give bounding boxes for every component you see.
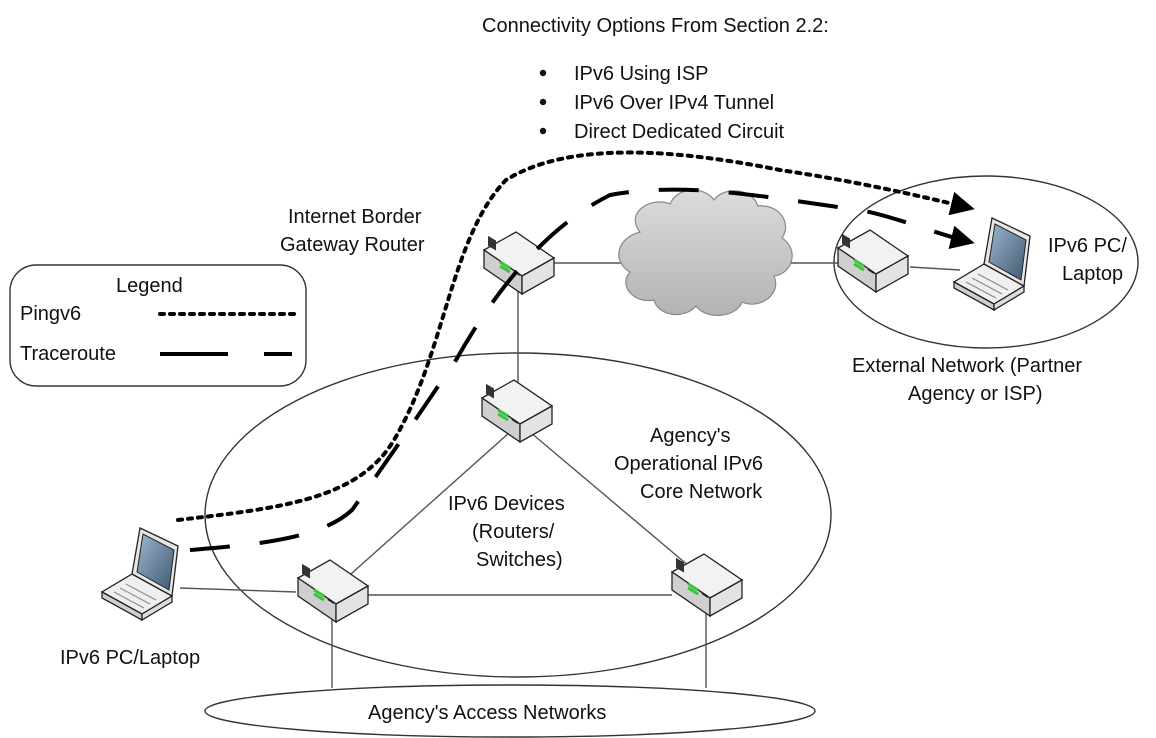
external-pc-label: Laptop	[1062, 263, 1123, 285]
core-network-label: Agency's	[650, 425, 731, 447]
core-router-left	[296, 558, 370, 624]
legend: Legend Pingv6 Traceroute	[9, 264, 307, 387]
core-network-label: Core Network	[640, 481, 763, 503]
connection-lines	[179, 262, 961, 688]
external-network-label: External Network (Partner	[852, 355, 1082, 377]
ipv6-devices-label: IPv6 Devices	[448, 493, 565, 515]
legend-traceroute-label: Traceroute	[20, 343, 116, 365]
border-router-label: Gateway Router	[280, 234, 425, 256]
traceroute-path	[189, 187, 975, 552]
bullet	[539, 127, 547, 135]
connectivity-option: Direct Dedicated Circuit	[574, 121, 785, 143]
connectivity-option: IPv6 Using ISP	[574, 63, 709, 85]
local-pc-label: IPv6 PC/Laptop	[60, 647, 200, 669]
access-networks-ellipse	[204, 684, 816, 738]
ipv6-devices-label: Switches)	[476, 549, 563, 571]
local-laptop	[101, 527, 179, 621]
external-router	[836, 228, 910, 294]
connectivity-heading: Connectivity Options From Section 2.2:	[482, 15, 829, 37]
external-network-label: Agency or ISP)	[908, 383, 1043, 405]
external-network-ellipse	[833, 175, 1139, 349]
connectivity-option: IPv6 Over IPv4 Tunnel	[574, 92, 774, 114]
core-network-label: Operational IPv6	[614, 453, 763, 475]
internet-cloud	[618, 189, 793, 316]
ipv6-devices-label: (Routers/	[472, 521, 555, 543]
core-router-top	[480, 378, 554, 444]
legend-title: Legend	[116, 275, 183, 297]
access-networks-label: Agency's Access Networks	[368, 702, 606, 724]
pingv6-path	[176, 150, 975, 522]
external-pc-label: IPv6 PC/	[1048, 235, 1127, 257]
bullet	[539, 98, 547, 106]
bullet	[539, 69, 547, 77]
external-laptop	[953, 217, 1031, 311]
core-router-right	[670, 552, 744, 618]
legend-pingv6-label: Pingv6	[20, 303, 81, 325]
legend-box	[9, 264, 307, 387]
border-router-label: Internet Border	[288, 206, 422, 228]
